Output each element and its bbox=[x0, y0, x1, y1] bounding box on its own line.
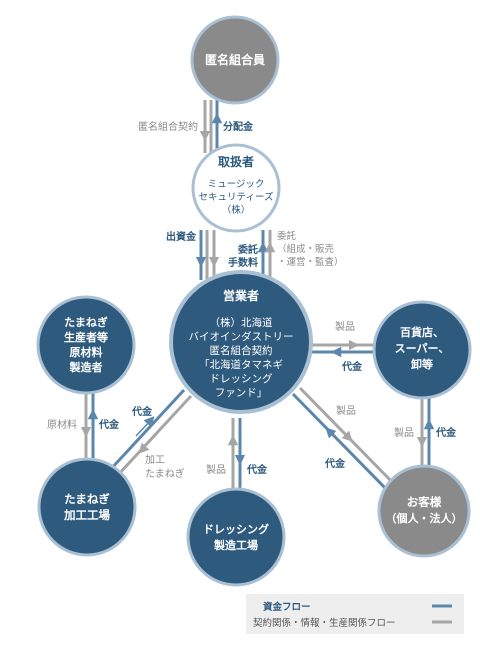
node-investor-label: 匿名組合員 bbox=[205, 52, 265, 67]
legend: 資金フロー 契約関係・情報・生産関係フロー bbox=[246, 594, 464, 634]
connector-dressing-factory-operator bbox=[227, 418, 246, 492]
node-retail-line: スーパー、 bbox=[395, 342, 450, 355]
node-retail-line: 百貨店、 bbox=[400, 325, 444, 339]
node-dressing-factory: ドレッシング 製造工場 bbox=[186, 487, 286, 587]
label-raw-material: 原材料 bbox=[47, 418, 77, 431]
label-product-retail: 製品 bbox=[335, 320, 355, 333]
node-handler-line: ミュージック bbox=[208, 179, 265, 190]
label-process: 加工 bbox=[145, 454, 165, 466]
label-product-retail-customer: 製品 bbox=[394, 426, 414, 439]
legend-box bbox=[246, 594, 464, 634]
node-operator-line: 「北海道タマネギ bbox=[199, 358, 283, 371]
label-investment: 出資金 bbox=[166, 230, 197, 243]
node-investor: 匿名組合員 bbox=[190, 15, 280, 105]
node-customers: お客様 （個人・法人） bbox=[377, 464, 471, 558]
node-retail-line: 卸等 bbox=[411, 357, 433, 371]
connector-retail-customers bbox=[416, 398, 435, 470]
label-fee: 委託 bbox=[237, 243, 258, 256]
node-dressing-factory-line: ドレッシング bbox=[203, 522, 269, 536]
node-onion-producer-line: 製造者 bbox=[69, 360, 103, 374]
label-contract: 匿名組合契約 bbox=[138, 120, 198, 133]
label-payment-customer: 代金 bbox=[324, 457, 346, 470]
node-handler: 取扱者 ミュージック セキュリティーズ （株） bbox=[191, 143, 281, 233]
label-fee: 手数料 bbox=[228, 256, 258, 269]
label-consign: 委託 bbox=[277, 230, 297, 242]
node-operator-line: 匿名組合契約 bbox=[210, 344, 273, 357]
node-onion-producer-line: たまねぎ bbox=[64, 315, 108, 329]
node-handler-title: 取扱者 bbox=[218, 154, 254, 169]
node-customers-line: お客様 bbox=[407, 495, 442, 509]
node-operator-line: ドレッシング bbox=[210, 372, 273, 385]
node-onion-factory-line: 加工工場 bbox=[63, 508, 110, 522]
connector-onion-factory-operator bbox=[108, 388, 193, 478]
node-onion-factory-line: たまねぎ bbox=[64, 492, 110, 506]
node-onion-factory: たまねぎ 加工工場 bbox=[37, 457, 137, 557]
legend-fund-label: 資金フロー bbox=[263, 601, 311, 613]
node-handler-line: （株） bbox=[222, 204, 251, 216]
label-process: たまねぎ bbox=[145, 467, 185, 480]
label-payment-dressing: 代金 bbox=[246, 463, 268, 476]
node-operator: 営業者 （株）北海道 バイオインダストリー 匿名組合契約 「北海道タマネギ ドレ… bbox=[169, 270, 313, 414]
label-product-customer: 製品 bbox=[336, 404, 356, 417]
connector-producer-onion-factory bbox=[80, 385, 99, 460]
node-handler-line: セキュリティーズ bbox=[199, 191, 274, 203]
label-consign: （組成・販売 bbox=[277, 243, 334, 255]
node-operator-line: バイオインダストリー bbox=[189, 330, 294, 343]
node-customers-line: （個人・法人） bbox=[386, 511, 463, 525]
legend-contract-label: 契約関係・情報・生産関係フロー bbox=[253, 617, 396, 629]
label-dividend: 分配金 bbox=[223, 120, 254, 133]
label-payment-factory: 代金 bbox=[131, 405, 153, 418]
label-payment-producer: 代金 bbox=[98, 418, 120, 431]
node-operator-title: 営業者 bbox=[223, 288, 259, 303]
connector-operator-customers bbox=[291, 386, 400, 496]
connector-investor-handler bbox=[199, 100, 223, 153]
node-dressing-factory-line: 製造工場 bbox=[213, 538, 258, 552]
node-retail: 百貨店、 スーパー、 卸等 bbox=[372, 300, 472, 400]
node-onion-producer: たまねぎ 生産者等 原材料 製造者 bbox=[36, 295, 136, 395]
node-onion-producer-line: 生産者等 bbox=[64, 330, 108, 344]
node-operator-line: ファンド」 bbox=[215, 387, 268, 399]
connector-handler-operator bbox=[195, 230, 276, 280]
label-payment-retail-customer: 代金 bbox=[435, 426, 457, 439]
label-consign: ・運営・監査） bbox=[277, 256, 344, 268]
node-onion-producer-line: 原材料 bbox=[70, 345, 103, 359]
node-operator-line: （株）北海道 bbox=[210, 316, 273, 329]
connector-operator-retail bbox=[312, 339, 375, 358]
label-product-dressing: 製品 bbox=[206, 463, 226, 476]
label-payment-retail: 代金 bbox=[341, 360, 363, 373]
